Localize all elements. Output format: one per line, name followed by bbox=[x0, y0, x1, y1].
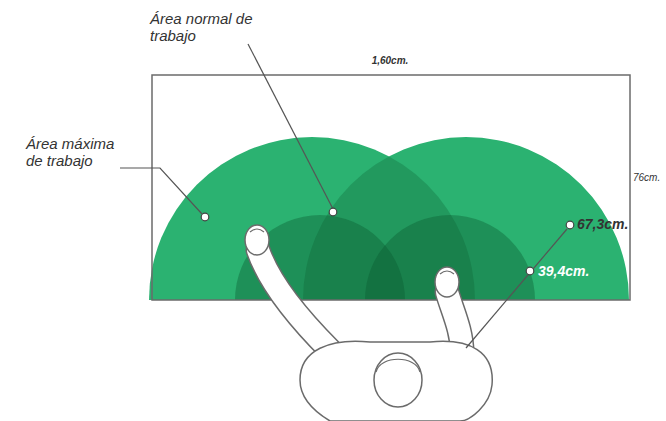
dimension-label: 67,3cm. bbox=[577, 216, 628, 232]
hand-left bbox=[245, 225, 269, 255]
normal-area-right bbox=[365, 215, 535, 300]
leader-max bbox=[120, 168, 202, 214]
arm-left bbox=[258, 250, 330, 350]
area-label: Área normal de trabajo bbox=[150, 10, 260, 45]
dimension-dot bbox=[566, 221, 574, 229]
table-outline bbox=[152, 75, 630, 300]
arm-left-outline bbox=[258, 250, 330, 350]
reach-line bbox=[466, 229, 567, 348]
area-label: Área máxima de trabajo bbox=[26, 135, 126, 170]
head bbox=[374, 353, 422, 407]
hand-right-fingers bbox=[440, 271, 454, 274]
dimension-dot bbox=[526, 267, 534, 275]
hair bbox=[376, 359, 420, 372]
hand-left-fingers bbox=[250, 229, 264, 232]
dimension-label: 76cm. bbox=[633, 172, 660, 184]
hand-right bbox=[435, 267, 459, 297]
leader-dot bbox=[329, 208, 337, 216]
dimension-label: 1,60cm. bbox=[372, 55, 409, 67]
dimension-label: 39,4cm. bbox=[538, 263, 589, 279]
torso bbox=[300, 341, 492, 421]
leader-dot bbox=[201, 213, 209, 221]
leader-normal bbox=[248, 44, 333, 209]
